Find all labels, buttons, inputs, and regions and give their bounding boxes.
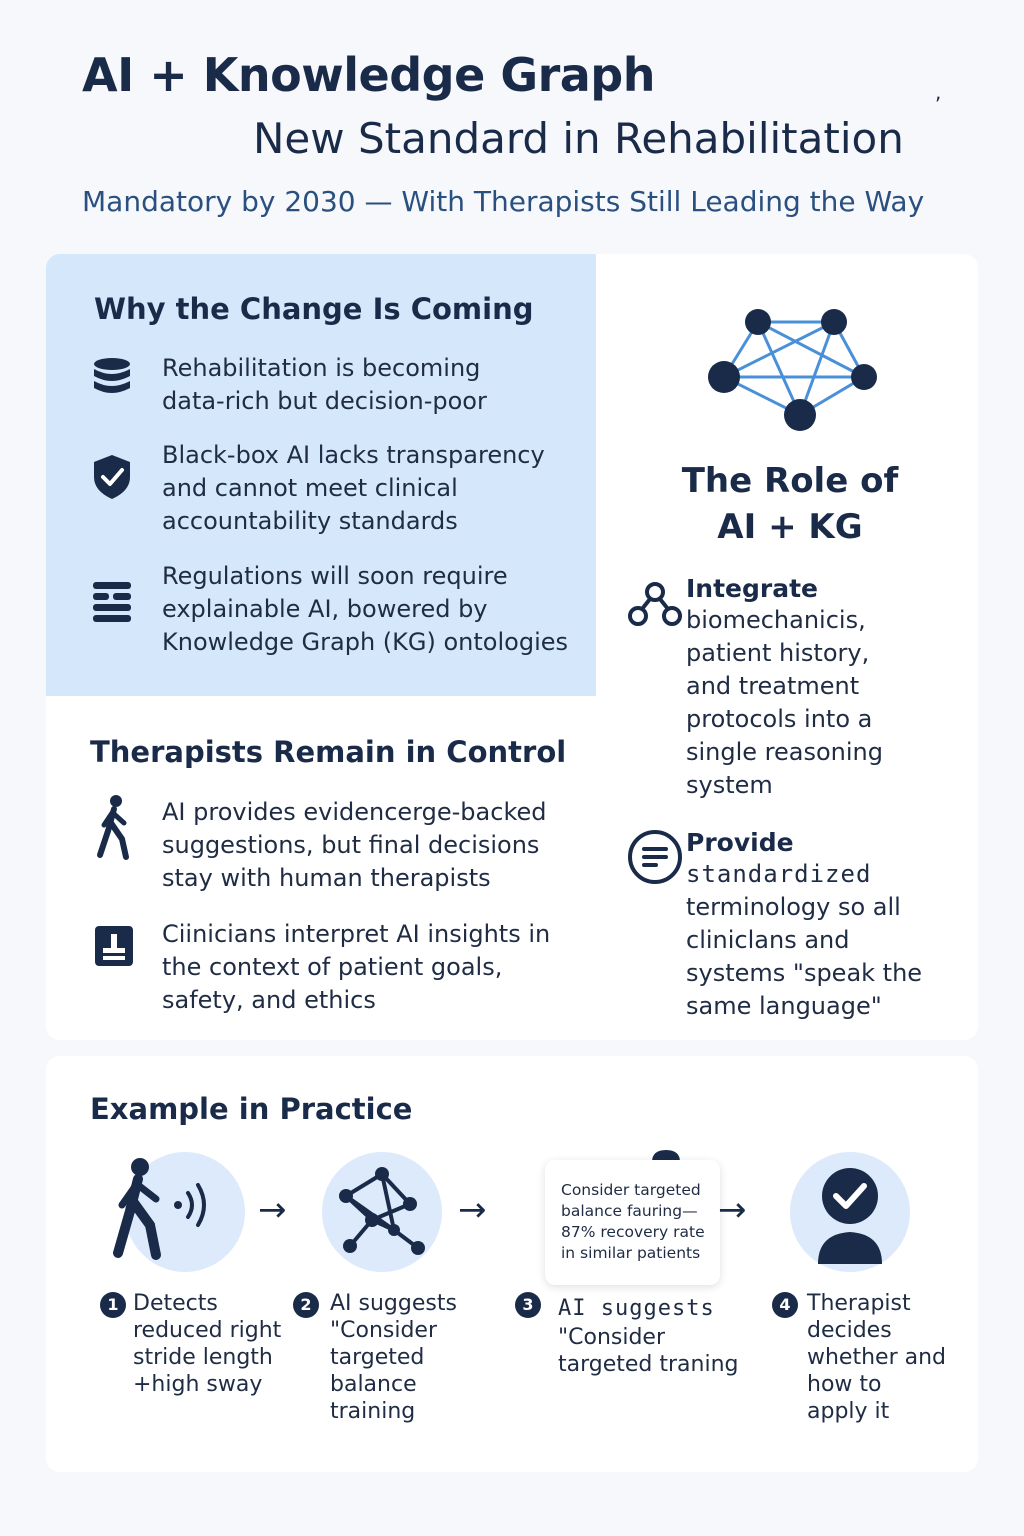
why-title: Why the Change Is Coming [94,292,534,326]
regulation-list-icon [88,578,136,626]
text-lines-icon [626,828,686,1023]
nodes-icon [626,574,686,802]
step-arrow: → [458,1190,487,1230]
shield-check-icon [88,453,136,501]
network-icon [708,309,877,431]
control-item-text: AI provides evidencerge-backed suggestio… [162,798,547,892]
step-text: "Consider targeted traning [558,1325,739,1377]
why-item: Black-box AI lacks transparency and cann… [88,439,578,538]
role-item-body: biomechanicis, patient history, and trea… [686,606,884,799]
why-panel [46,254,596,696]
step-text: Therapist decides whether and how to app… [807,1291,947,1424]
step-text-mono: AI suggests [558,1296,715,1321]
control-title: Therapists Remain in Control [90,735,567,769]
role-title-line1: The Role of [681,461,899,501]
role-item-body: terminology so all cliniclans and system… [686,893,923,1020]
role-item: Provide standardized terminology so all … [626,828,936,1023]
control-item-text: Ciinicians interpret AI insights in the … [162,920,551,1014]
why-item: Rehabilitation is becoming data-rich but… [88,352,578,418]
step-arrow: → [258,1190,287,1230]
why-item: Regulations will soon require explainabl… [88,560,588,659]
step-number: 1 [100,1292,126,1318]
walking-sensor-icon [113,1158,206,1260]
step-number: 2 [293,1292,319,1318]
database-icon [88,352,136,400]
control-item: Ciinicians interpret AI insights in the … [90,918,590,1017]
page-title: AI + Knowledge Graph [82,48,655,102]
role-title-line2: AI + KG [717,507,863,547]
control-item: AI provides evidencerge-backed suggestio… [90,795,590,895]
check-user-icon [818,1168,882,1264]
role-item-head: Provide [686,828,794,857]
step-arrow: → [718,1190,747,1230]
stray-mark: , [935,80,942,104]
why-item-text: Rehabilitation is becoming data-rich but… [162,354,487,415]
step-number: 3 [515,1292,541,1318]
role-item-body-mono: standardized [686,860,872,888]
ai-suggestion-bubble: Consider targeted balance fauring— 87% r… [545,1160,720,1285]
page-tagline: New Standard in Rehabilitation [253,114,904,163]
role-item: Integrate biomechanicis, patient history… [626,574,906,802]
step-number: 4 [772,1292,798,1318]
why-item-text: Regulations will soon require explainabl… [162,562,569,656]
knowledge-graph-icon [339,1167,425,1255]
why-item-text: Black-box AI lacks transparency and cann… [162,441,545,535]
role-item-head: Integrate [686,574,819,603]
role-title: The Role of AI + KG [620,458,960,550]
walking-person-icon [90,795,138,860]
example-title: Example in Practice [90,1092,413,1126]
clipboard-icon [90,922,138,970]
step-text: Detects reduced right stride length +hig… [133,1291,282,1397]
step-text: AI suggests "Consider targeted balance t… [330,1291,457,1424]
page-subtitle: Mandatory by 2030 — With Therapists Stil… [82,185,925,218]
